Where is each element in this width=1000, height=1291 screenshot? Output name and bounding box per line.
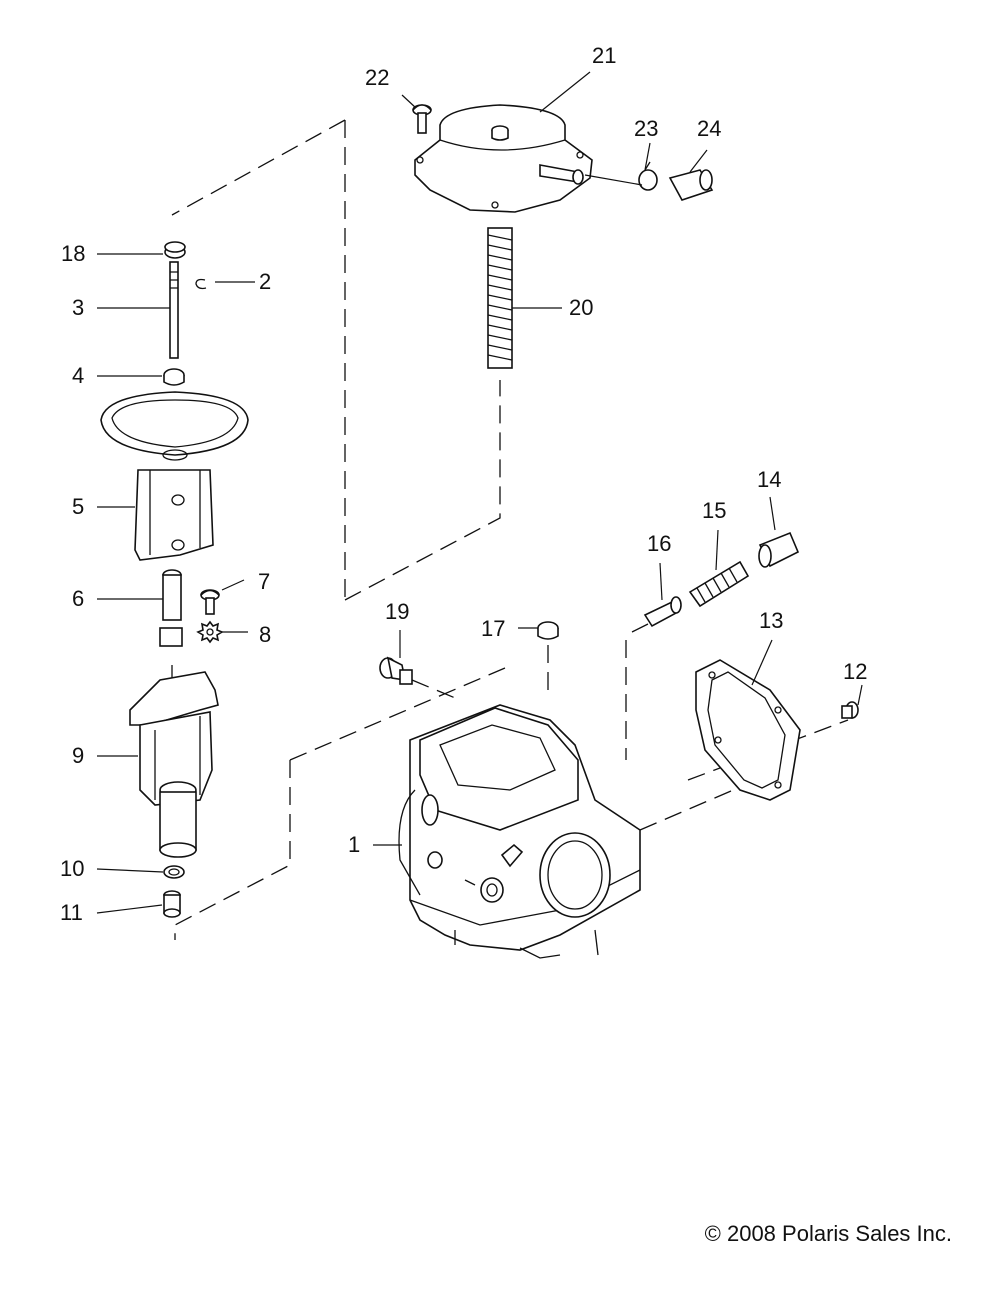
callout-9: 9	[72, 743, 85, 768]
callout-6: 6	[72, 586, 85, 611]
leader-lines	[96, 71, 863, 914]
part-16-choke-plunger	[631, 596, 682, 633]
callout-12: 12	[843, 659, 868, 684]
callout-2: 2	[259, 269, 272, 294]
part-17-plug	[537, 621, 559, 640]
part-9-slide-holder	[129, 671, 219, 858]
callout-18: 18	[61, 241, 86, 266]
part-4-washer	[163, 368, 185, 386]
part-7-screw	[200, 589, 220, 615]
callout-1: 1	[348, 832, 361, 857]
callout-15: 15	[702, 498, 727, 523]
copyright-notice: © 2008 Polaris Sales Inc.	[704, 1221, 952, 1246]
callout-22: 22	[365, 65, 390, 90]
callout-16: 16	[647, 531, 672, 556]
callout-21: 21	[592, 43, 617, 68]
part-19-pilot-screw	[379, 656, 413, 685]
callout-17: 17	[481, 616, 506, 641]
part-21-vacuum-cover	[414, 104, 593, 213]
part-24-cap	[668, 169, 714, 201]
part-3-jet-needle	[169, 261, 179, 359]
callout-3: 3	[72, 295, 85, 320]
callout-10: 10	[60, 856, 85, 881]
part-23-clip	[638, 161, 658, 191]
callout-4: 4	[72, 363, 85, 388]
callout-14: 14	[757, 467, 782, 492]
part-2-e-clip	[195, 278, 207, 290]
callout-23: 23	[634, 116, 659, 141]
part-11-main-jet	[163, 890, 181, 918]
callout-5: 5	[72, 494, 85, 519]
callout-11: 11	[60, 900, 83, 925]
callout-7: 7	[258, 569, 271, 594]
part-14-choke-nut	[758, 531, 800, 568]
callout-19: 19	[385, 599, 410, 624]
callout-20: 20	[569, 295, 594, 320]
part-10-o-ring	[163, 865, 185, 879]
part-18-retainer	[164, 241, 186, 259]
part-20-spring	[487, 227, 513, 369]
part-12-screw	[841, 701, 859, 719]
part-6-needle-jet	[159, 569, 183, 647]
part-1-carburetor-body	[398, 704, 641, 959]
part-15-spring	[688, 560, 750, 608]
part-8-star-washer	[196, 620, 224, 644]
callout-24: 24	[697, 116, 722, 141]
part-5-piston-diaphragm	[100, 391, 249, 561]
part-13-cover-gasket	[695, 659, 801, 801]
part-22-screw	[412, 104, 432, 134]
callout-13: 13	[759, 608, 784, 633]
callout-8: 8	[259, 622, 272, 647]
